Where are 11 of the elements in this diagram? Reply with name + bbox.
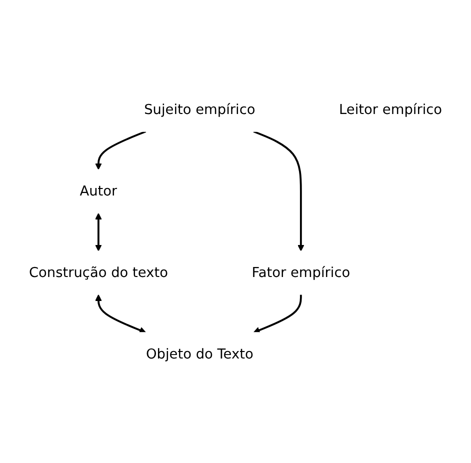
- node-text: Construção do texto: [28, 264, 168, 280]
- arrow: [95, 294, 146, 333]
- node-text: Objeto do Texto: [146, 346, 254, 362]
- arrow: [253, 294, 302, 333]
- arrow: [95, 212, 102, 251]
- arrow: [253, 130, 304, 251]
- node-text: Sujeito empírico: [144, 101, 256, 118]
- node-text: Autor: [80, 182, 118, 199]
- node-text: Fator empírico: [252, 264, 350, 280]
- arrow: [95, 130, 146, 170]
- node-text: Leitor empírico: [339, 101, 442, 118]
